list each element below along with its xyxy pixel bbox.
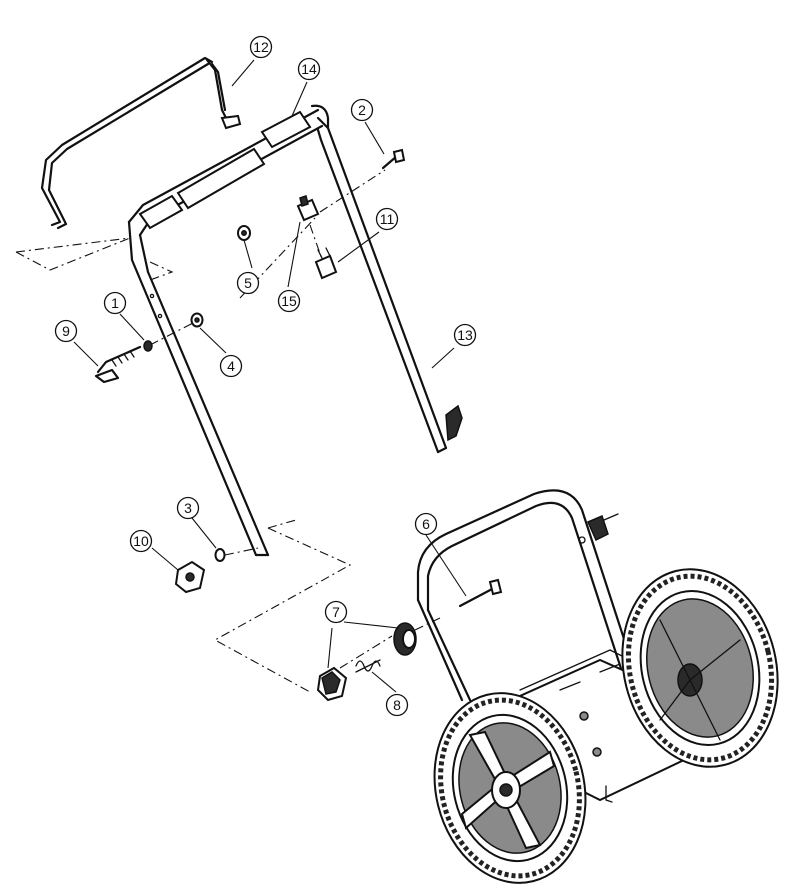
callout-9: 9 [54,319,78,343]
callout-8-label: 8 [393,697,401,713]
callout-3-label: 3 [184,500,192,516]
leader-lines [73,59,467,693]
left-handle-tube [127,220,270,557]
callout-3: 3 [176,496,200,520]
callout-1: 1 [103,291,127,315]
right-wheel [621,568,779,768]
callout-4: 4 [219,354,243,378]
upper-handle-part-14 [127,104,330,237]
assembly-guide-lines [15,169,441,693]
axle-bolt-part-6 [458,578,503,608]
cart-frame [416,489,642,702]
callout-12-label: 12 [253,39,269,55]
callout-13-label: 13 [457,327,473,343]
callout-11-label: 11 [380,211,395,227]
callout-10: 10 [129,529,153,553]
wheel-hub-part-7 [393,622,417,656]
callout-10-label: 10 [133,533,149,549]
callout-2-label: 2 [358,102,366,118]
left-wheel [433,692,587,884]
hardware-part-1-washer [143,340,153,352]
callout-1-label: 1 [111,295,119,311]
hardware-part-4-nut [190,312,204,328]
hardware-part-3-washer [214,548,226,562]
wheel-cap-part-7 [316,666,348,702]
hardware-part-5-nut [237,225,251,241]
callout-14-label: 14 [301,61,317,77]
callout-7-label: 7 [332,604,340,620]
callout-9-label: 9 [62,323,70,339]
control-bail-part-12 [40,56,242,230]
right-handle-part-13 [316,116,463,454]
callout-8: 8 [385,693,409,717]
hardware-part-9-bolt [94,345,142,384]
callout-4-label: 4 [227,358,235,374]
callout-14: 14 [297,57,321,81]
callout-12: 12 [249,35,273,59]
callout-15: 15 [277,289,301,313]
callout-5-label: 5 [244,275,252,291]
callout-13: 13 [453,323,477,347]
callout-11: 11 [375,207,399,231]
hardware-part-15-switch [296,195,320,222]
callout-6: 6 [414,512,438,536]
hardware-part-11-connector [314,247,338,280]
callout-15-label: 15 [281,293,297,309]
callout-5: 5 [236,271,260,295]
callout-7: 7 [324,600,348,624]
spring-part-8 [355,659,381,673]
callout-6-label: 6 [422,516,430,532]
callout-2: 2 [350,98,374,122]
hardware-part-2-bolt [381,148,406,170]
hardware-part-10-knob [174,560,206,594]
